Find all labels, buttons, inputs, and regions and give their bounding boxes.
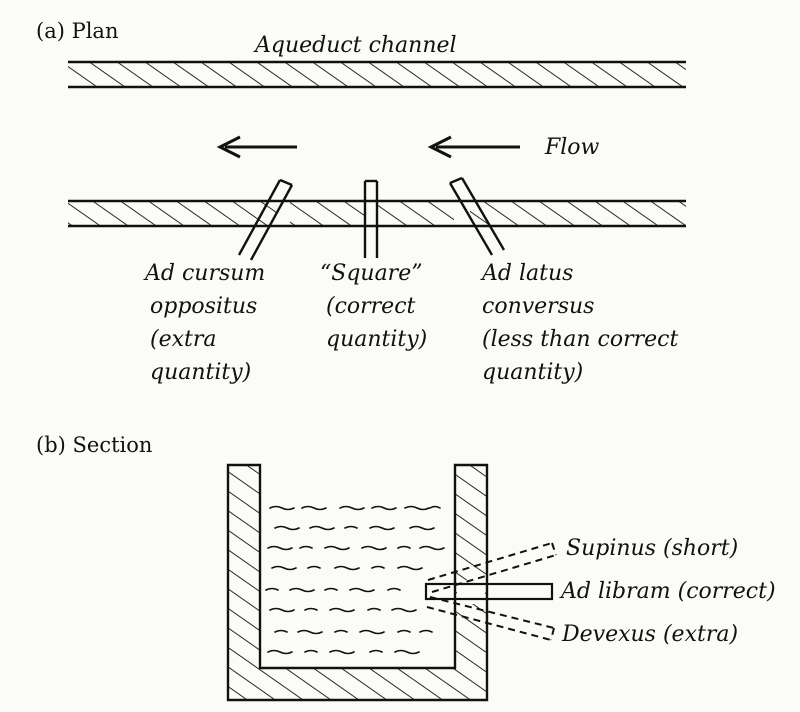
pipe-ad-libram <box>424 582 554 601</box>
svg-text:(less than correct: (less than correct <box>482 327 678 352</box>
pipe-supinus <box>427 542 557 593</box>
svg-text:(correct: (correct <box>326 294 416 319</box>
svg-text:(extra: (extra <box>150 327 216 352</box>
flow-label: Flow <box>544 135 600 160</box>
pipe-square <box>363 179 379 258</box>
label-ad-libram: Ad libram (correct) <box>559 579 776 604</box>
water-ripples <box>265 505 445 655</box>
svg-text:Ad latus: Ad latus <box>480 261 573 286</box>
pipe-ad-latus-conversus <box>448 176 506 256</box>
label-ad-cursum-oppositus: Ad cursum oppositus (extra quantity) <box>143 261 265 385</box>
section-heading: (b) Section <box>36 433 152 457</box>
svg-text:quantity): quantity) <box>482 360 583 385</box>
label-supinus: Supinus (short) <box>566 536 738 561</box>
label-devexus: Devexus (extra) <box>561 622 738 647</box>
flow-arrow-right <box>427 135 520 159</box>
pipe-devexus <box>426 596 555 641</box>
svg-text:conversus: conversus <box>482 294 594 319</box>
pipe-ad-cursum-oppositus <box>237 178 294 261</box>
tank-walls <box>226 463 489 702</box>
channel-top-wall <box>68 60 686 89</box>
svg-text:quantity): quantity) <box>326 327 427 352</box>
label-square: “Square” (correct quantity) <box>320 261 427 352</box>
label-ad-latus-conversus: Ad latus conversus (less than correct qu… <box>480 261 678 385</box>
plan-heading: (a) Plan <box>36 19 118 43</box>
svg-text:“Square”: “Square” <box>320 261 422 286</box>
svg-text:quantity): quantity) <box>150 360 251 385</box>
svg-text:Ad cursum: Ad cursum <box>143 261 265 286</box>
channel-label: Aqueduct channel <box>253 33 457 58</box>
svg-text:oppositus: oppositus <box>150 294 257 319</box>
flow-arrow-left <box>216 135 297 159</box>
